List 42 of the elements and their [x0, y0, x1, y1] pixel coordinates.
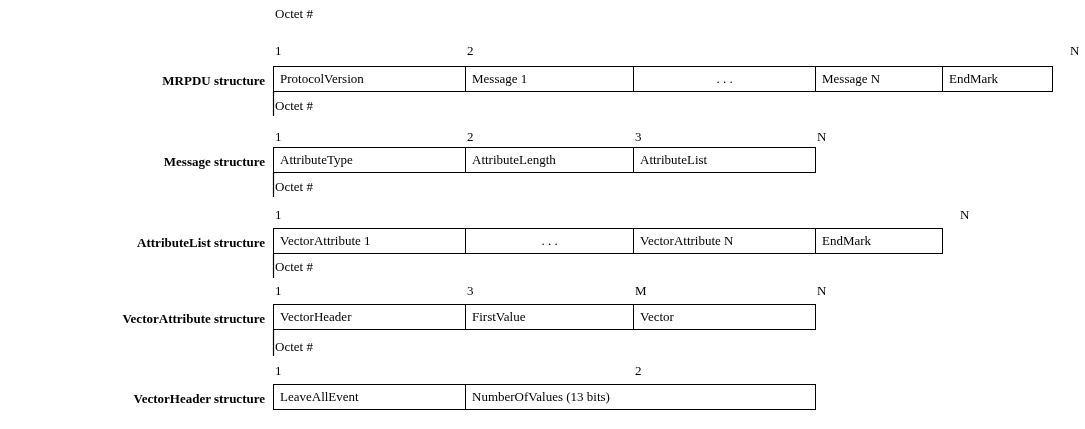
field-cell: FirstValue: [465, 304, 634, 330]
octet-number: N: [817, 283, 827, 299]
row-title: VectorHeader structure: [133, 391, 265, 407]
octet-number: 1: [275, 207, 282, 223]
field-cell: VectorAttribute 1: [273, 228, 466, 254]
field-cell: AttributeList: [633, 147, 816, 173]
field-cell: EndMark: [815, 228, 943, 254]
field-cell: . . .: [633, 66, 816, 92]
octet-number: 3: [467, 283, 474, 299]
octet-number: N: [817, 129, 827, 145]
field-cell: AttributeLength: [465, 147, 634, 173]
octet-number: M: [635, 283, 647, 299]
octet-number: 1: [275, 43, 282, 59]
octet-number: 1: [275, 283, 282, 299]
field-cell: VectorHeader: [273, 304, 466, 330]
octet-number: 2: [467, 43, 474, 59]
octet-number: 3: [635, 129, 642, 145]
row-title: Message structure: [163, 154, 265, 170]
field-cell: EndMark: [942, 66, 1053, 92]
octet-number: N: [960, 207, 970, 223]
field-cell: LeaveAllEvent: [273, 384, 466, 410]
field-cell: NumberOfValues (13 bits): [465, 384, 816, 410]
field-cell: AttributeType: [273, 147, 466, 173]
octet-number: 1: [275, 129, 282, 145]
field-cell: . . .: [465, 228, 634, 254]
row-title: AttributeList structure: [137, 235, 265, 251]
field-cell: Message 1: [465, 66, 634, 92]
octet-heading: Octet #: [275, 259, 313, 275]
octet-number: 2: [467, 129, 474, 145]
field-cell: VectorAttribute N: [633, 228, 816, 254]
octet-number: N: [1070, 43, 1080, 59]
octet-heading: Octet #: [275, 6, 313, 22]
octet-heading: Octet #: [275, 339, 313, 355]
octet-heading: Octet #: [275, 179, 313, 195]
field-cell: Message N: [815, 66, 943, 92]
field-cell: ProtocolVersion: [273, 66, 466, 92]
row-title: VectorAttribute structure: [122, 311, 265, 327]
octet-heading: Octet #: [275, 98, 313, 114]
octet-number: 1: [275, 363, 282, 379]
octet-number: 2: [635, 363, 642, 379]
row-title: MRPDU structure: [162, 73, 265, 89]
field-cell: Vector: [633, 304, 816, 330]
